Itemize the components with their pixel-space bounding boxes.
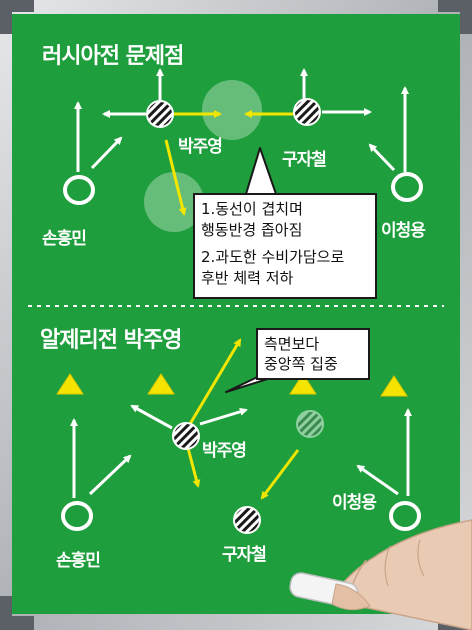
- cone-left: [56, 373, 84, 395]
- bottom-koo-marker: [233, 506, 261, 534]
- top-park-marker: [146, 100, 174, 128]
- defensive-zone: [144, 172, 204, 232]
- bottom-park-marker: [172, 422, 200, 450]
- bottom-callout: 측면보다 중앙쪽 집중: [256, 328, 370, 380]
- top-lee-name: 이청용: [381, 221, 426, 241]
- bottom-callout-line1: 측면보다: [264, 335, 320, 353]
- bottom-son-name: 손흥민: [56, 551, 101, 571]
- top-son-name: 손흥민: [42, 229, 87, 249]
- callout-point2-line1: 2.과도한 수비가담으로: [201, 248, 345, 266]
- cone-center-left: [147, 373, 175, 395]
- hand-with-chalk: [289, 519, 472, 630]
- frame-corner-top-right: [438, 0, 472, 34]
- bottom-yellow-arrows: [186, 338, 300, 500]
- callout-point1-line2: 행동반경 좁아짐: [201, 221, 303, 239]
- top-son-marker: [63, 175, 95, 205]
- top-park-name: 박주영: [178, 137, 223, 157]
- top-lee-marker: [391, 172, 423, 202]
- bottom-section-title: 알제리전 박주영: [40, 328, 182, 353]
- top-yellow-arrows: [164, 110, 294, 216]
- top-koo-marker: [293, 98, 321, 126]
- bottom-son-marker: [61, 501, 93, 531]
- frame-corner-top-left: [0, 0, 34, 34]
- callout-point1-line1: 1.동선이 겹치며: [201, 200, 303, 218]
- top-callout: 1.동선이 겹치며 행동반경 좁아짐 2.과도한 수비가담으로 후반 체력 저하: [193, 193, 377, 299]
- frame-corner-bottom-left: [0, 596, 34, 630]
- bottom-koo-name: 구자철: [222, 545, 267, 565]
- top-white-arrows: [74, 68, 409, 172]
- bottom-lee-marker: [389, 501, 421, 531]
- bottom-park-name: 박주영: [202, 441, 247, 461]
- bottom-white-arrows: [70, 404, 412, 498]
- overlap-zone: [202, 80, 262, 140]
- cone-right: [380, 375, 408, 397]
- top-section-title: 러시아전 문제점: [42, 44, 184, 69]
- callout-point2-line2: 후반 체력 저하: [201, 269, 294, 287]
- bottom-koo-ghost-marker: [296, 410, 324, 438]
- top-koo-name: 구자철: [282, 150, 327, 170]
- cone-center-right: [289, 373, 317, 395]
- bottom-lee-name: 이청용: [332, 493, 377, 513]
- bottom-callout-line2: 중앙쪽 집중: [264, 355, 338, 373]
